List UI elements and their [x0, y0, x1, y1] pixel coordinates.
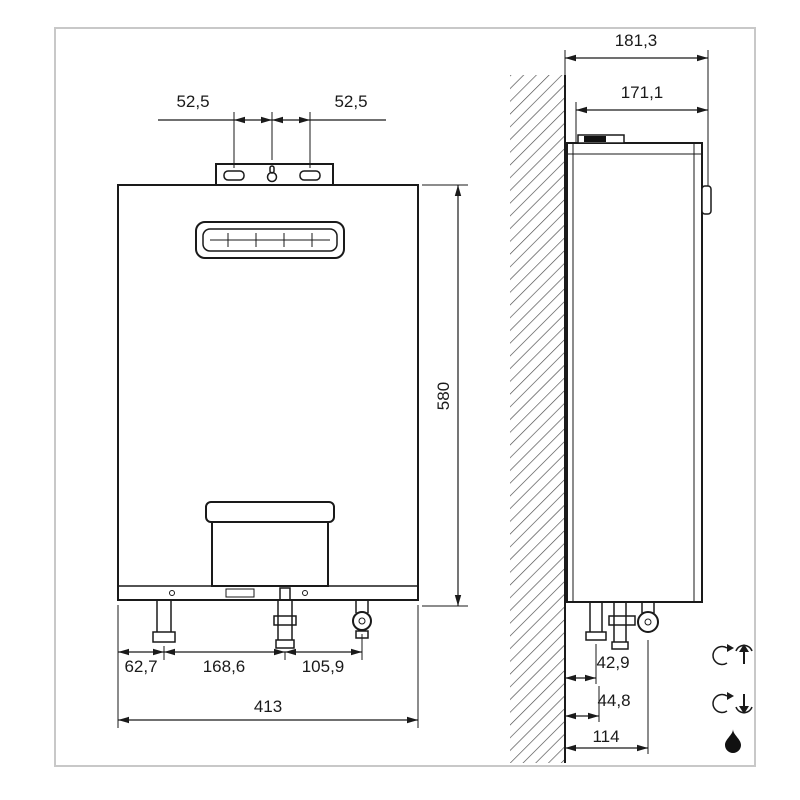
dim-label-offset-1: 42,9: [596, 653, 629, 672]
dim-offset-2: 44,8: [565, 686, 631, 722]
side-body-outline: [566, 142, 703, 603]
side-valve: [637, 602, 659, 633]
dim-bottom-row: 62,7 168,6 105,9: [117, 605, 363, 728]
dim-label-height: 580: [434, 382, 453, 410]
control-panel: [205, 501, 335, 587]
flame-icon: [725, 729, 741, 753]
dim-label-bottom-right: 105,9: [302, 657, 345, 676]
dim-height: 580: [422, 184, 468, 607]
front-view: 52,5 52,5 580 62,7 168,6 105,9 4: [117, 92, 468, 728]
side-pipes: [585, 602, 659, 650]
side-pipe-1: [585, 602, 607, 641]
mounting-bracket: [215, 163, 334, 186]
circulation-up-icon: [712, 644, 753, 666]
front-pipes: [152, 600, 372, 649]
dim-label-width: 413: [254, 697, 282, 716]
dim-label-depth-total: 181,3: [615, 31, 658, 50]
side-view: 181,3 171,1 42,9 44,8 114: [510, 31, 712, 763]
bracket-slot-right: [299, 170, 321, 181]
dim-offset-1: 42,9: [565, 644, 630, 684]
wall-hatch: [510, 75, 565, 763]
dim-label-bottom-center: 168,6: [203, 657, 246, 676]
pipe-center: [273, 600, 297, 649]
keyhole-hole: [266, 171, 278, 183]
circulation-down-icon: [712, 692, 753, 714]
dim-label-top-right: 52,5: [334, 92, 367, 111]
side-pipe-2: [608, 602, 636, 650]
dim-width: 413: [118, 605, 419, 728]
dim-label-offset-2: 44,8: [597, 691, 630, 710]
dim-depth-case: 171,1: [575, 83, 708, 143]
dim-label-top-left: 52,5: [176, 92, 209, 111]
air-vent-grille: [195, 221, 345, 259]
pipe-left: [152, 600, 176, 643]
dim-top-spacing: 52,5 52,5: [158, 92, 386, 168]
bracket-slot-left: [223, 170, 245, 181]
dim-label-depth-case: 171,1: [621, 83, 664, 102]
dim-depth-total: 181,3: [564, 31, 709, 186]
dim-label-bottom-left: 62,7: [124, 657, 157, 676]
top-collar-detail: [584, 136, 606, 142]
legend-icons: [712, 644, 753, 753]
dim-label-depth-bottom: 114: [592, 727, 619, 746]
side-bracket-handle: [701, 185, 712, 215]
bottom-strip-details: [169, 587, 308, 601]
dim-depth-bottom: 114: [565, 640, 649, 754]
